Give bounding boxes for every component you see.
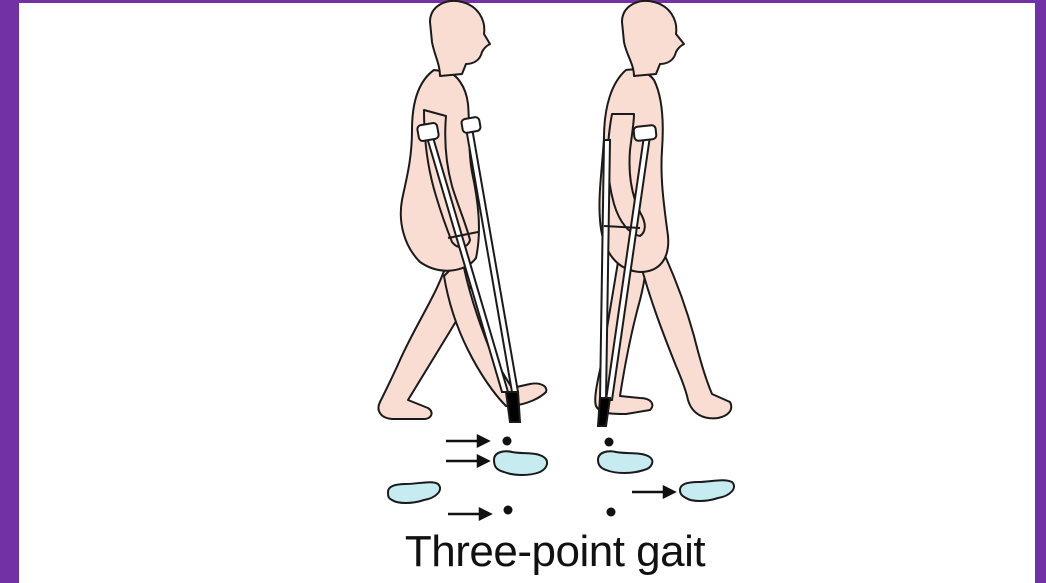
crutch-point-icon [605, 438, 614, 447]
walker-left [379, 1, 547, 419]
left-crutch-pad-2 [461, 117, 481, 134]
arrow-right-icon [446, 436, 488, 446]
crutch-point-icon [504, 506, 513, 515]
footprint-icon [598, 451, 652, 473]
arrow-right-icon [632, 487, 674, 497]
arrow-right-icon [446, 456, 488, 466]
left-walker-head [430, 1, 490, 76]
crutch-point-icon [503, 437, 512, 446]
right-crutch-tip [598, 398, 610, 426]
left-crutch-tip [506, 392, 520, 422]
right-crutch-pad [633, 125, 656, 141]
arrow-right-icon [448, 509, 490, 519]
right-walker-front-leg [640, 258, 731, 418]
right-walker-head [622, 1, 684, 76]
footprint-icon [388, 482, 440, 503]
footprint-icon [680, 480, 734, 501]
left-crutch-pad [417, 122, 439, 141]
footprint-icon [494, 451, 547, 475]
footprint-diagram [388, 436, 734, 519]
crutch-point-icon [607, 508, 616, 517]
diagram-caption: Three-point gait [32, 524, 1046, 580]
